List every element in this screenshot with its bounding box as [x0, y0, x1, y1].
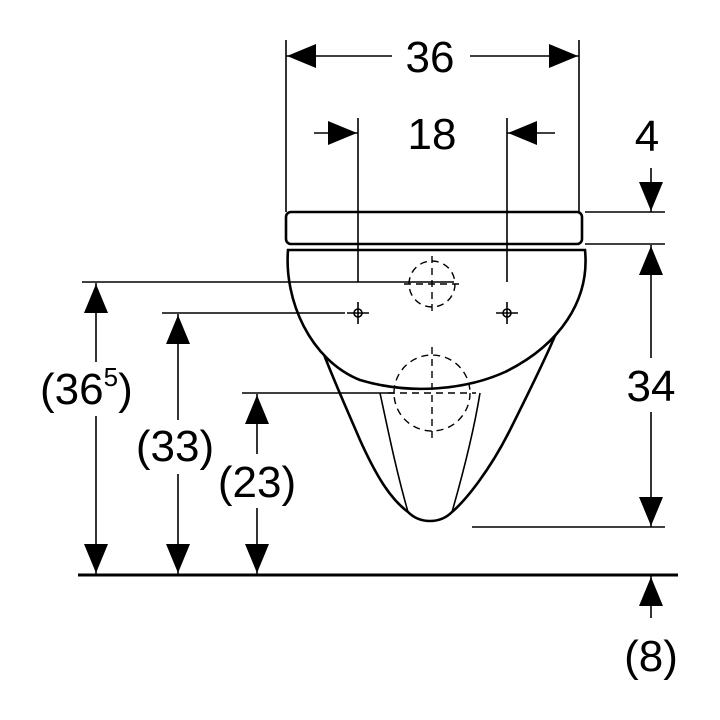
- outlet-channel: [379, 392, 481, 513]
- label-overall-width: 36: [406, 33, 455, 82]
- toilet-seat: [284, 210, 584, 246]
- label-seat-thickness: 4: [635, 112, 659, 161]
- toilet-bowl-lid: [286, 248, 587, 391]
- waste-outlet-marker: [388, 347, 476, 440]
- arrow-4-down: [639, 182, 663, 211]
- arrow-34-up: [639, 246, 663, 275]
- arrow-23-down: [245, 544, 269, 573]
- water-inlet-marker: [404, 256, 460, 312]
- arrow-33-up: [166, 315, 190, 344]
- arrow-365-down: [84, 544, 108, 573]
- arrow-34-down: [639, 497, 663, 526]
- arrow-18-left: [328, 121, 357, 145]
- arrow-23-up: [245, 395, 269, 424]
- label-height-total: (365): [40, 362, 133, 414]
- arrow-36-left: [287, 44, 316, 68]
- label-bowl-height: 34: [627, 362, 676, 411]
- arrow-8-up: [639, 577, 663, 606]
- arrow-36-right: [549, 44, 578, 68]
- arrow-18-right: [508, 121, 537, 145]
- label-floor-offset: (8): [624, 632, 678, 681]
- arrow-33-down: [166, 544, 190, 573]
- label-height-outlet: (23): [218, 458, 296, 507]
- label-fixing-distance: 18: [408, 110, 457, 159]
- label-height-fixings: (33): [136, 422, 214, 471]
- fixing-marker-right: [496, 302, 518, 324]
- arrow-365-up: [84, 284, 108, 313]
- fixing-marker-left: [347, 302, 369, 324]
